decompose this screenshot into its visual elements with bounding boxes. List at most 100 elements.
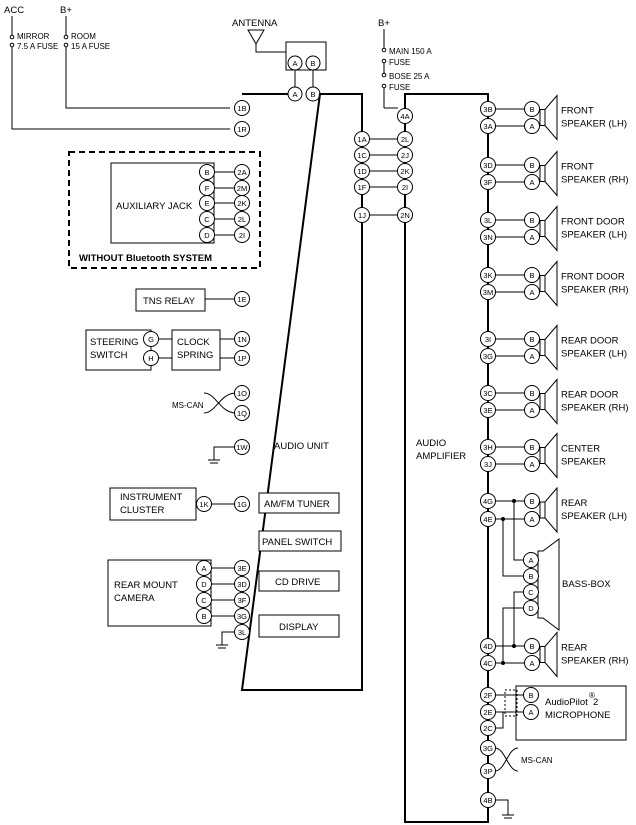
panel-switch-label: PANEL SWITCH bbox=[262, 537, 332, 548]
connector-pin bbox=[480, 402, 496, 418]
connector-pin bbox=[480, 740, 496, 756]
connector-pin-label: D bbox=[528, 604, 534, 613]
connector-pin bbox=[480, 655, 496, 671]
connector-pin bbox=[480, 493, 496, 509]
connector-pin-label: H bbox=[148, 354, 153, 363]
fuse-terminal bbox=[63, 34, 69, 40]
microphone-label: ® bbox=[589, 691, 595, 700]
microphone-label: AudioPilot bbox=[545, 697, 588, 708]
fuse-mirror-label: MIRROR bbox=[17, 32, 50, 41]
audio-amplifier-label: AMPLIFIER bbox=[416, 451, 466, 462]
speaker-label: SPEAKER bbox=[561, 457, 606, 468]
connector-pin-label: A bbox=[529, 233, 534, 242]
connector-pin bbox=[354, 147, 370, 163]
connector-pin-label: E bbox=[204, 199, 209, 208]
speaker-icon bbox=[539, 324, 558, 371]
connector-pin bbox=[234, 195, 250, 211]
connector-pin-label: A bbox=[201, 564, 206, 573]
connector-pin-label: C bbox=[201, 596, 207, 605]
connector-pin bbox=[143, 350, 159, 366]
clock-spring-label: SPRING bbox=[177, 350, 213, 361]
clock-spring-box bbox=[171, 329, 221, 371]
connector-pin-label: 3P bbox=[483, 767, 492, 776]
connector-pin-label: 1P bbox=[237, 354, 246, 363]
connector-pin bbox=[234, 350, 250, 366]
connector-pin bbox=[234, 592, 250, 608]
connector-pin-label: D bbox=[201, 580, 207, 589]
bplus-room-wire bbox=[65, 16, 230, 109]
connector-pin bbox=[523, 600, 539, 616]
connector-pin bbox=[234, 560, 250, 576]
connector-pin bbox=[480, 348, 496, 364]
speaker-label: SPEAKER (LH) bbox=[561, 511, 627, 522]
connector-pin bbox=[234, 227, 250, 243]
connector-pin-label: 3L bbox=[484, 216, 492, 225]
connector-pin bbox=[143, 331, 159, 347]
fuse-terminal bbox=[381, 83, 387, 89]
ms-can-left-label: MS-CAN bbox=[172, 401, 204, 410]
connector-pin-label: 3D bbox=[237, 580, 247, 589]
connector-pin-label: 1A bbox=[357, 135, 366, 144]
speaker-wire bbox=[495, 219, 524, 238]
connector-pin-label: B bbox=[529, 216, 534, 225]
speaker-label: FRONT DOOR bbox=[561, 217, 625, 228]
connector-pin bbox=[354, 179, 370, 195]
connector-pin-label: 2L bbox=[238, 215, 246, 224]
ground-icon bbox=[495, 799, 514, 819]
fuse-terminal bbox=[381, 72, 387, 78]
speaker-wire bbox=[495, 274, 524, 293]
connector-pin bbox=[523, 687, 539, 703]
antenna-connector bbox=[285, 41, 327, 71]
connector-pin bbox=[480, 212, 496, 228]
connector-pin bbox=[480, 511, 496, 527]
aux-jack-label: AUXILIARY JACK bbox=[116, 201, 193, 212]
connector-pin-label: 1O bbox=[237, 389, 247, 398]
connector-pin bbox=[480, 229, 496, 245]
bplus-left-label: B+ bbox=[60, 5, 72, 16]
connector-pin-label: 4G bbox=[483, 497, 493, 506]
speaker-label: CENTER bbox=[561, 444, 600, 455]
connector-pin bbox=[523, 704, 539, 720]
audio-amplifier-label: AUDIO bbox=[416, 438, 446, 449]
instrument-cluster-label: INSTRUMENT bbox=[120, 492, 182, 503]
audio-unit-outline bbox=[240, 93, 363, 691]
speaker-label: REAR bbox=[561, 498, 588, 509]
speaker-icon bbox=[539, 260, 558, 307]
speaker-label: FRONT bbox=[561, 162, 594, 173]
am-fm-tuner-box bbox=[258, 492, 340, 514]
connector-pin bbox=[354, 207, 370, 223]
connector-pin-label: 2F bbox=[484, 691, 493, 700]
connector-pin-label: 2E bbox=[483, 708, 492, 717]
connector-pin bbox=[234, 624, 250, 640]
connector-pin-label: 4C bbox=[483, 659, 493, 668]
connector-pin-label: 2K bbox=[237, 199, 246, 208]
connector-pin-label: A bbox=[529, 178, 534, 187]
connector-pin bbox=[480, 456, 496, 472]
connector-pin bbox=[234, 164, 250, 180]
connector-pin-label: 1G bbox=[237, 500, 247, 509]
connector-pin bbox=[480, 157, 496, 173]
connector-pin-label: C bbox=[528, 588, 534, 597]
connector-pin-label: D bbox=[204, 231, 210, 240]
pin-label: B bbox=[310, 90, 315, 99]
antenna-icon bbox=[247, 29, 286, 53]
connector-pin-label: A bbox=[529, 460, 534, 469]
connector-pin bbox=[199, 227, 215, 243]
steering-switch-label: STEERING bbox=[90, 337, 139, 348]
fuse-terminal bbox=[381, 58, 387, 64]
connector-pin-label: 2I bbox=[402, 183, 408, 192]
connector-pin-label: B bbox=[528, 691, 533, 700]
connector-pin bbox=[196, 576, 212, 592]
connector-pin bbox=[480, 385, 496, 401]
connector-pin bbox=[234, 385, 250, 401]
rear-camera-box bbox=[107, 559, 212, 627]
connector-pin-label: 2I bbox=[239, 231, 245, 240]
shield-icon bbox=[504, 689, 518, 717]
instrument-cluster-label: CLUSTER bbox=[120, 505, 164, 516]
connector-pin-label: 3A bbox=[483, 122, 492, 131]
panel-switch-box bbox=[258, 530, 342, 552]
connector-pin-label: 2C bbox=[483, 724, 493, 733]
connector-pin-label: 3F bbox=[484, 178, 493, 187]
connector-pin-label: 1C bbox=[357, 151, 367, 160]
connector-pin bbox=[480, 284, 496, 300]
